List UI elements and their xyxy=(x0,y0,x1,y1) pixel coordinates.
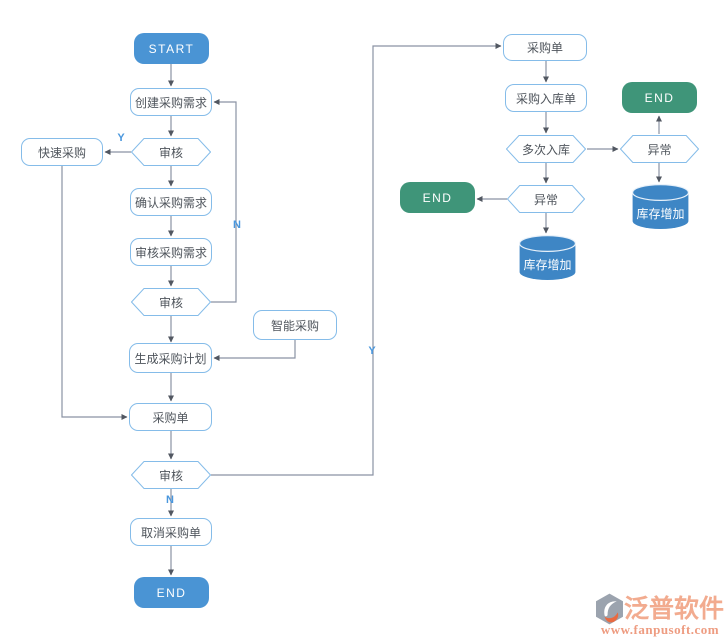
node-confirm-request: 确认采购需求 xyxy=(130,188,212,216)
node-label: 生成采购计划 xyxy=(134,351,207,366)
node-label: END xyxy=(644,90,675,105)
node-review-2: 审核 xyxy=(131,288,211,316)
node-label: 智能采购 xyxy=(270,318,319,333)
node-purchase-inbound: 采购入库单 xyxy=(505,84,587,112)
watermark-row: 泛普软件 xyxy=(596,593,724,625)
node-end-top-right: END xyxy=(622,82,697,113)
edge-label-yes-quick: Y xyxy=(117,132,125,144)
hexagon-shape xyxy=(507,185,585,213)
node-label: END xyxy=(156,585,187,600)
node-start: START xyxy=(134,33,209,64)
node-label: 库存增加 xyxy=(523,258,572,272)
node-end-left: END xyxy=(134,577,209,608)
watermark-url-text: www.fanpusoft.com xyxy=(600,622,720,637)
hexagon-shape xyxy=(131,461,211,489)
node-label: 采购单 xyxy=(526,41,563,55)
hexagon-shape xyxy=(620,135,699,163)
hexagon-shape xyxy=(131,138,211,166)
node-stock-increase-center: 库存增加 xyxy=(519,235,576,281)
watermark: 泛普软件 www.fanpusoft.com xyxy=(596,593,724,638)
node-label: 采购入库单 xyxy=(515,91,576,106)
hexagon-shape xyxy=(131,288,211,316)
node-label: 采购单 xyxy=(152,410,189,425)
edge-label-no-cancel: N xyxy=(166,494,174,506)
node-audit-request: 审核采购需求 xyxy=(130,238,212,266)
node-create-request: 创建采购需求 xyxy=(130,88,212,116)
node-label: 多次入库 xyxy=(521,142,570,157)
node-label: 审核 xyxy=(158,468,183,483)
watermark-brand-text: 泛普软件 xyxy=(623,595,724,623)
node-cancel-order: 取消采购单 xyxy=(130,518,212,546)
node-purchase-order: 采购单 xyxy=(129,403,212,431)
node-label: END xyxy=(422,190,453,205)
edge-review2-back-to-create xyxy=(211,99,237,303)
node-generate-plan: 生成采购计划 xyxy=(129,343,212,373)
node-label: 确认采购需求 xyxy=(134,195,207,210)
node-label: START xyxy=(148,41,195,56)
node-exception-right: 异常 xyxy=(620,135,699,163)
node-exception-center: 异常 xyxy=(507,185,585,213)
node-purchase-order-right: 采购单 xyxy=(503,34,587,61)
node-label: 审核 xyxy=(158,295,183,310)
cylinder-shape xyxy=(632,184,689,229)
node-label: 审核采购需求 xyxy=(134,245,207,260)
edge-label-yes-pass: Y xyxy=(368,345,376,357)
node-label: 创建采购需求 xyxy=(134,95,207,110)
node-label: 异常 xyxy=(533,192,558,207)
node-label: 快速采购 xyxy=(37,145,86,160)
node-multi-inbound: 多次入库 xyxy=(506,135,586,163)
node-label: 库存增加 xyxy=(636,207,685,221)
node-quick-purchase: 快速采购 xyxy=(21,138,103,166)
node-end-center: END xyxy=(400,182,475,213)
cylinder-shape xyxy=(519,235,576,280)
edge-label-no-back: N xyxy=(233,219,241,231)
fanpu-logo-icon xyxy=(596,593,623,625)
node-label: 异常 xyxy=(647,142,672,157)
node-smart-purchase: 智能采购 xyxy=(253,310,337,340)
hexagon-shape xyxy=(506,135,586,163)
node-review-3: 审核 xyxy=(131,461,211,489)
edge-smart-to-plan xyxy=(213,340,296,361)
edge-quick-to-order xyxy=(61,166,128,420)
edge-review3-to-order-right xyxy=(211,43,502,476)
node-label: 取消采购单 xyxy=(140,525,201,540)
node-label: 审核 xyxy=(158,145,183,160)
node-review-1: 审核 xyxy=(131,138,211,166)
node-stock-increase-right: 库存增加 xyxy=(632,184,689,230)
